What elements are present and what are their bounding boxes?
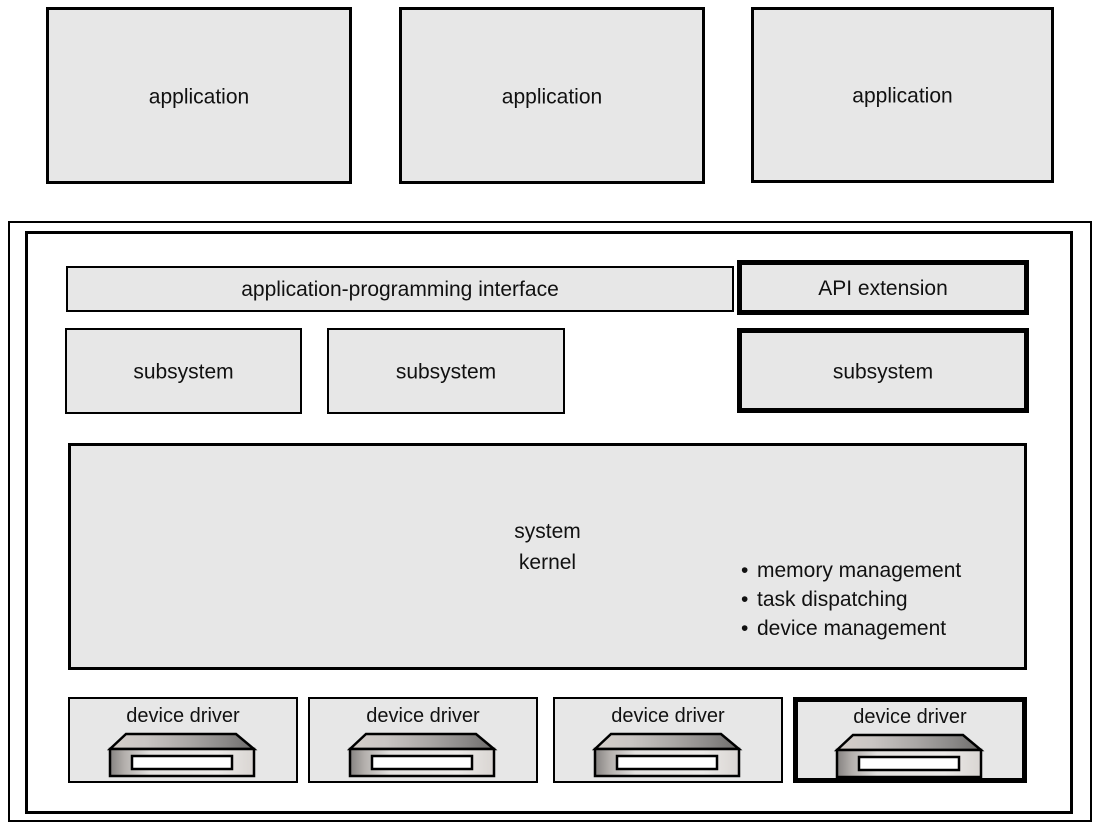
device-drive-icon (347, 732, 498, 778)
bullet-text: device management (757, 617, 947, 640)
bullet-dot: • (741, 559, 749, 582)
os-outer-frame (8, 221, 1092, 822)
application-box-2: application (399, 7, 705, 184)
kernel-bullet-item: • task dispatching (741, 585, 961, 614)
bullet-text: memory management (757, 559, 962, 582)
application-label: application (148, 84, 250, 108)
bullet-dot: • (741, 588, 749, 611)
subsystem-label: subsystem (832, 359, 934, 383)
subsystem-label: subsystem (133, 360, 234, 384)
kernel-bullet-item: • memory management (741, 556, 961, 585)
device-drive-icon (107, 732, 258, 778)
application-label: application (852, 84, 953, 108)
subsystem-box-1: subsystem (65, 328, 302, 414)
kernel-bullet-item: • device management (741, 614, 961, 643)
application-box-3: application (751, 7, 1054, 183)
device-driver-label: device driver (853, 706, 967, 728)
device-drive-icon (592, 732, 743, 778)
kernel-title: system kernel (514, 520, 581, 574)
device-driver-label: device driver (366, 705, 480, 727)
device-driver-box-2: device driver (308, 697, 538, 783)
device-driver-label: device driver (611, 705, 725, 727)
device-driver-box-3: device driver (553, 697, 783, 783)
api-bar-label: application-programming interface (241, 277, 559, 301)
subsystem-box-2: subsystem (327, 328, 565, 414)
device-driver-box-1: device driver (68, 697, 298, 783)
subsystem-label: subsystem (395, 360, 497, 384)
kernel-bullet-list: • memory management • task dispatching • de… (741, 556, 961, 643)
api-extension-label: API extension (818, 276, 948, 300)
device-driver-box-4: device driver (793, 697, 1027, 783)
bullet-dot: • (741, 617, 749, 640)
subsystem-box-3: subsystem (737, 328, 1029, 413)
api-extension-box: API extension (737, 260, 1029, 315)
os-inner-frame (25, 231, 1073, 814)
device-driver-label: device driver (126, 705, 240, 727)
api-bar: application-programming interface (66, 266, 734, 312)
device-drive-icon (834, 733, 985, 779)
application-label: application (501, 84, 603, 108)
system-kernel-box: system kernel • memory management • task d… (68, 443, 1027, 670)
application-box-1: application (46, 7, 352, 184)
bullet-text: task dispatching (757, 588, 908, 611)
